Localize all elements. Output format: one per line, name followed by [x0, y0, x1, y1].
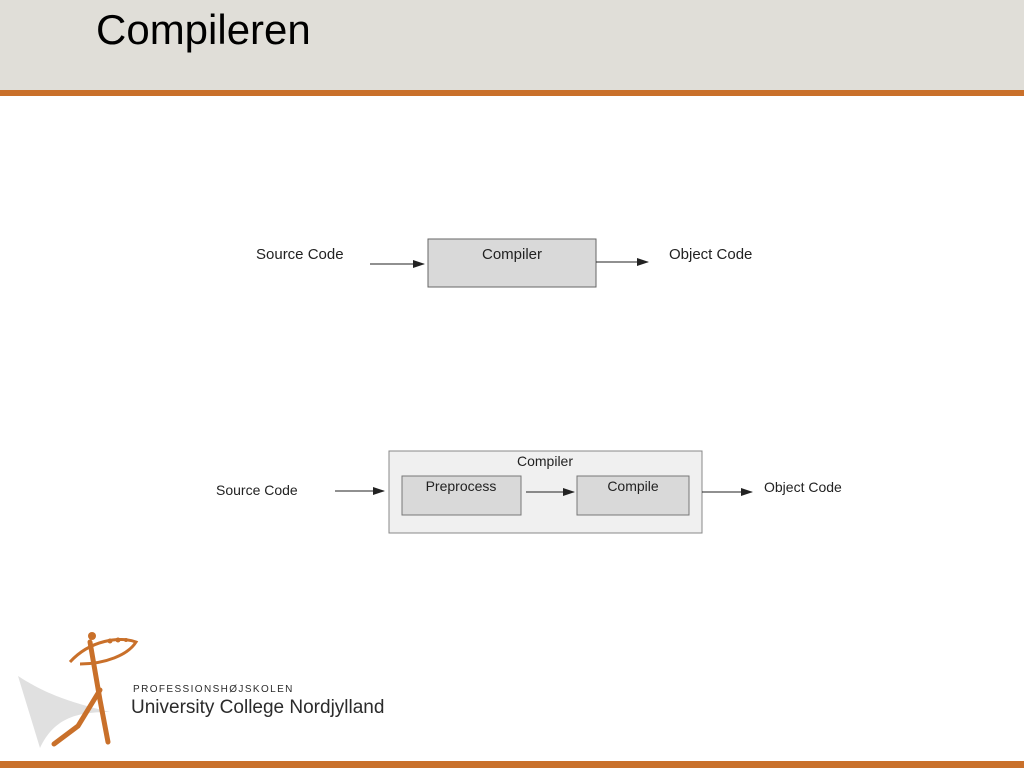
d2-preprocess-label: Preprocess: [426, 478, 497, 494]
header-accent-rule: [0, 90, 1024, 96]
college-logo-icon: [18, 632, 139, 748]
d2-compiler-container-label: Compiler: [517, 453, 573, 469]
d1-source-code-label: Source Code: [256, 246, 344, 263]
d1-compiler-label: Compiler: [482, 246, 542, 263]
d2-compile-label: Compile: [607, 478, 659, 494]
d2-source-code-label: Source Code: [216, 482, 298, 498]
d1-compiler-box: [427, 238, 597, 288]
slide-title: Compileren: [96, 6, 311, 53]
diagram-simple-compiler: Source Code Compiler Object Code: [256, 238, 752, 288]
d2-object-code-label: Object Code: [764, 479, 842, 495]
d2-compile-box: [576, 475, 690, 516]
d1-object-code-label: Object Code: [669, 246, 752, 263]
logo-name: University College Nordjylland: [131, 697, 385, 718]
diagram-detailed-compiler: Source Code Compiler Preprocess Compile …: [216, 450, 842, 534]
logo-subtitle: PROFESSIONSHØJSKOLEN: [133, 684, 294, 695]
footer-accent-rule: [0, 761, 1024, 768]
slide-header: Compileren: [0, 0, 1024, 90]
d2-preprocess-box: [401, 475, 522, 516]
